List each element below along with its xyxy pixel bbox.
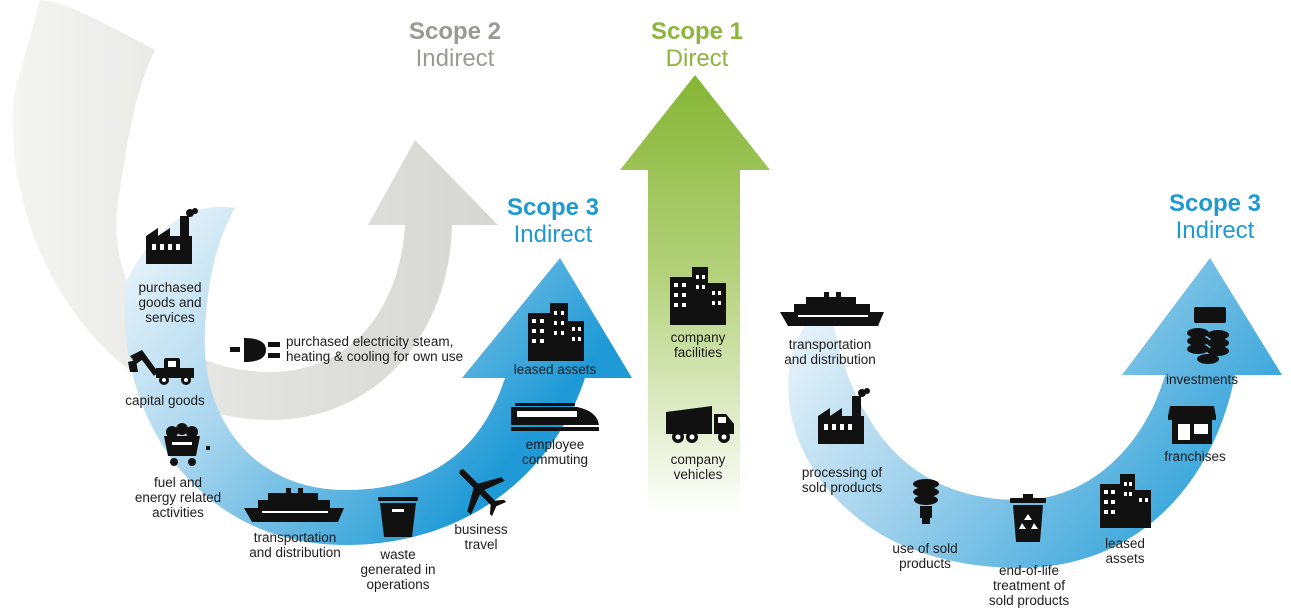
label-investments: investments: [1165, 372, 1239, 387]
scope1-subtitle: Direct: [665, 45, 729, 72]
label-company-facilities: company facilities: [670, 330, 726, 360]
scope3-upstream-subtitle: Indirect: [513, 221, 593, 248]
buildings-icon: [528, 303, 584, 361]
coins-icon: [1187, 307, 1229, 364]
factory-icon: [818, 388, 870, 444]
buildings-icon: [670, 267, 726, 325]
label-company-vehicles: company vehicles: [670, 452, 726, 482]
scope3-downstream-title: Scope 3: [1168, 190, 1262, 217]
scope2-subtitle: Indirect: [415, 45, 495, 72]
label-waste: waste generated in operations: [360, 547, 436, 592]
label-leased-assets-downstream: leased assets: [1105, 536, 1145, 566]
light-bulb-icon: [913, 479, 939, 524]
scope2-title: Scope 2: [408, 18, 502, 45]
label-franchises: franchises: [1164, 449, 1226, 464]
ship-icon: [780, 292, 884, 326]
truck-icon: [666, 406, 734, 443]
plug-icon: [230, 338, 280, 362]
scope3-downstream-arrow: [788, 258, 1282, 568]
scope1-header: Scope 1 Direct: [632, 18, 762, 72]
label-leased-assets-upstream: leased assets: [513, 362, 597, 377]
factory-icon: [146, 208, 198, 264]
excavator-icon: [128, 350, 194, 385]
label-transport-downstream: transportation and distribution: [784, 337, 876, 367]
label-use-sold: use of sold products: [892, 541, 958, 571]
recycle-bin-icon: [1010, 494, 1046, 542]
airplane-icon: [459, 469, 507, 517]
label-end-of-life: end-of-life treatment of sold products: [988, 563, 1070, 608]
dumpster-icon: [378, 497, 418, 537]
label-processing: processing of sold products: [801, 465, 883, 495]
label-fuel-energy: fuel and energy related activities: [134, 475, 222, 520]
train-icon: [511, 403, 599, 431]
scope1-title: Scope 1: [650, 18, 744, 45]
label-purchased-goods: purchased goods and services: [138, 280, 202, 325]
scope3-downstream-header: Scope 3 Indirect: [1150, 190, 1280, 244]
label-business-travel: business travel: [454, 522, 508, 552]
coal-cart-icon: [164, 423, 210, 466]
scope3-downstream-subtitle: Indirect: [1175, 217, 1255, 244]
label-employee-commuting: employee commuting: [521, 437, 589, 467]
storefront-icon: [1168, 406, 1216, 444]
label-transport-upstream: transportation and distribution: [249, 530, 341, 560]
scope3-upstream-title: Scope 3: [506, 194, 600, 221]
label-capital-goods: capital goods: [125, 393, 205, 408]
buildings-icon: [1100, 474, 1151, 528]
label-electricity: purchased electricity steam, heating & c…: [286, 334, 464, 364]
scope3-upstream-header: Scope 3 Indirect: [488, 194, 618, 248]
scope3-upstream-arrow: [124, 206, 632, 545]
scope2-header: Scope 2 Indirect: [390, 18, 520, 72]
ship-icon: [244, 488, 344, 522]
